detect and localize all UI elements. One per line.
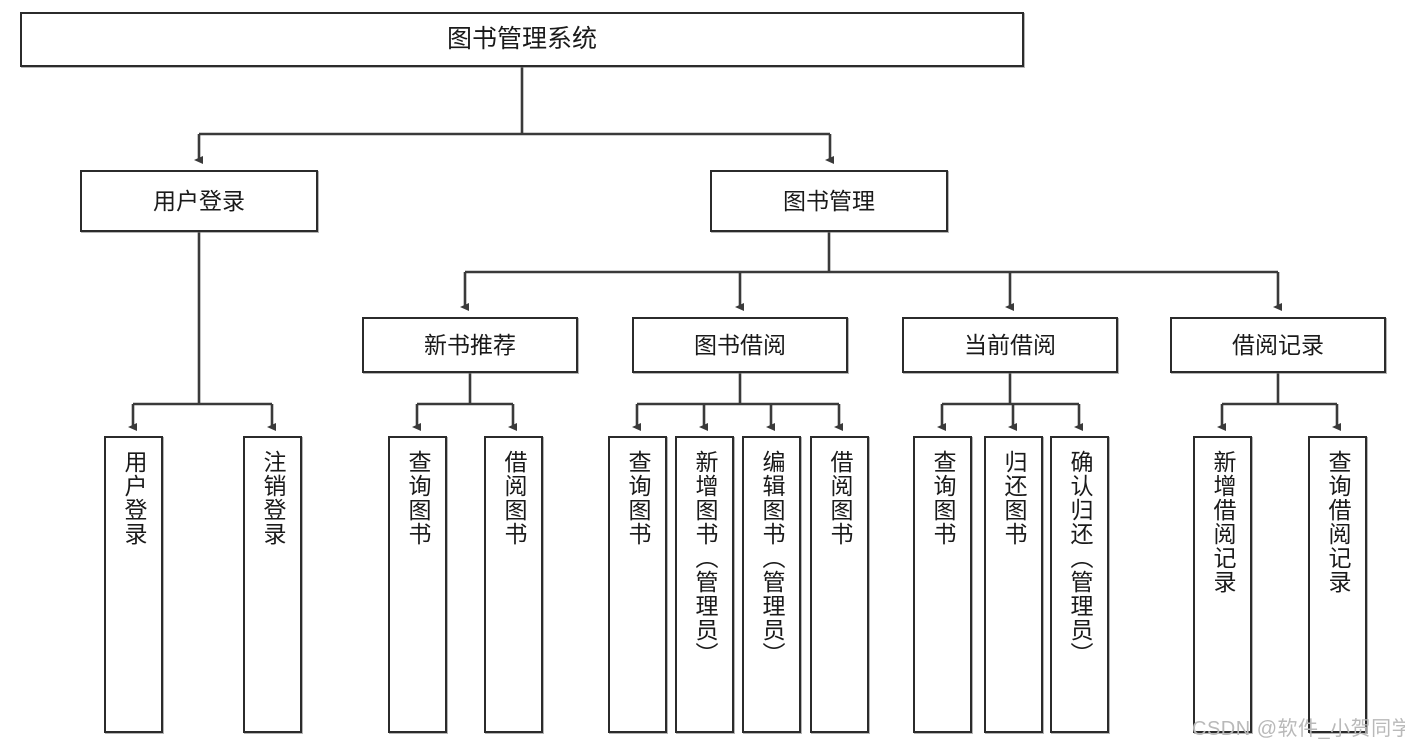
node-label: 用户登录 [121,450,147,546]
node-user-login[interactable]: 用户登录 [80,170,318,232]
node-label: 图书管理系统 [446,25,597,53]
leaf-user-login-signout[interactable]: 注销登录 [243,436,302,733]
node-new-book-recommend[interactable]: 新书推荐 [362,317,578,373]
node-label: 归还图书 [1001,450,1027,546]
node-label: 当前借阅 [964,331,1056,358]
node-label: 新增图书（管理员） [692,450,718,666]
node-label: 借阅记录 [1232,331,1324,358]
node-label: 借阅图书 [501,450,527,546]
leaf-user-login-signin[interactable]: 用户登录 [104,436,163,733]
node-current-borrow[interactable]: 当前借阅 [902,317,1118,373]
leaf-current-return-book[interactable]: 归还图书 [984,436,1043,733]
leaf-recommend-query-book[interactable]: 查询图书 [388,436,447,733]
node-borrow-record[interactable]: 借阅记录 [1170,317,1386,373]
node-root-system[interactable]: 图书管理系统 [20,12,1024,67]
node-label: 查询图书 [405,450,431,546]
node-book-management[interactable]: 图书管理 [710,170,948,232]
node-label: 注销登录 [260,450,286,546]
leaf-record-add-record[interactable]: 新增借阅记录 [1193,436,1252,733]
node-label: 确认归还（管理员） [1067,450,1093,666]
node-label: 图书管理 [783,187,875,214]
leaf-borrow-edit-book-admin[interactable]: 编辑图书（管理员） [742,436,801,733]
node-book-borrow[interactable]: 图书借阅 [632,317,848,373]
leaf-recommend-borrow-book[interactable]: 借阅图书 [484,436,543,733]
node-label: 用户登录 [153,187,245,214]
leaf-current-confirm-return-admin[interactable]: 确认归还（管理员） [1050,436,1109,733]
node-label: 查询借阅记录 [1325,450,1351,594]
node-label: 借阅图书 [827,450,853,546]
node-label: 查询图书 [930,450,956,546]
node-label: 编辑图书（管理员） [759,450,785,666]
node-label: 查询图书 [625,450,651,546]
leaf-current-query-book[interactable]: 查询图书 [913,436,972,733]
node-label: 新增借阅记录 [1210,450,1236,594]
leaf-record-query-record[interactable]: 查询借阅记录 [1308,436,1367,733]
csdn-watermark: CSDN @软件_小贺同学 [1192,718,1405,740]
leaf-borrow-borrow-book[interactable]: 借阅图书 [810,436,869,733]
leaf-borrow-query-book[interactable]: 查询图书 [608,436,667,733]
node-label: 新书推荐 [424,331,516,358]
leaf-borrow-add-book-admin[interactable]: 新增图书（管理员） [675,436,734,733]
node-label: 图书借阅 [694,331,786,358]
